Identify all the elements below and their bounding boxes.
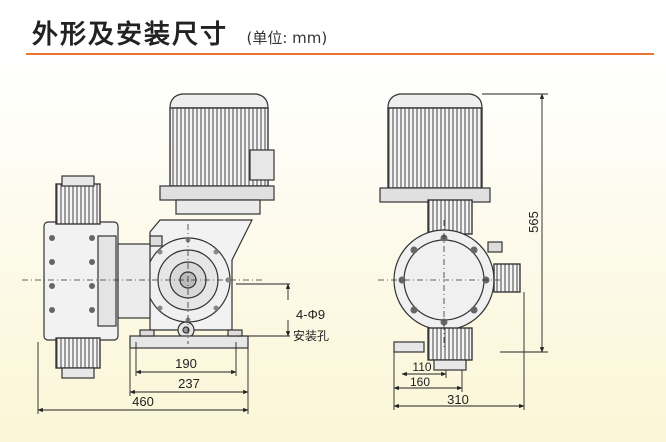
side-discharge-valve [427, 199, 473, 235]
unit-note: (单位: mm) [246, 29, 328, 47]
mount-hole-label: 安装孔 [293, 328, 329, 343]
dim-565: 565 [526, 211, 541, 233]
base-plate [129, 335, 249, 349]
section-header: 外形及安装尺寸 (单位: mm) [32, 14, 328, 50]
terminal-box [249, 149, 275, 181]
mount-hole-spec: 4-Φ9 [296, 307, 325, 322]
dim-110: 110 [412, 360, 431, 374]
front-dimensions [37, 283, 291, 414]
stroke-adjust-knob [493, 263, 521, 293]
motor-flange [159, 185, 275, 201]
side-view [379, 93, 521, 371]
side-suction-valve [427, 327, 473, 361]
front-centerlines [22, 224, 262, 344]
dim-160: 160 [410, 375, 430, 389]
dim-190: 190 [175, 356, 197, 371]
suction-valve [55, 337, 101, 369]
side-base-plate [393, 341, 425, 353]
dim-237: 237 [178, 376, 200, 391]
section-title: 外形及安装尺寸 [32, 20, 229, 50]
side-dimensions [393, 93, 548, 410]
front-view [43, 93, 275, 379]
discharge-valve [55, 183, 101, 225]
motor-top-cap [169, 93, 269, 109]
side-centerlines [378, 220, 500, 350]
side-motor-body [387, 107, 483, 189]
header-rule [26, 53, 654, 55]
dim-460: 460 [132, 394, 154, 409]
dim-310: 310 [447, 392, 469, 407]
side-motor-cap [387, 93, 483, 109]
